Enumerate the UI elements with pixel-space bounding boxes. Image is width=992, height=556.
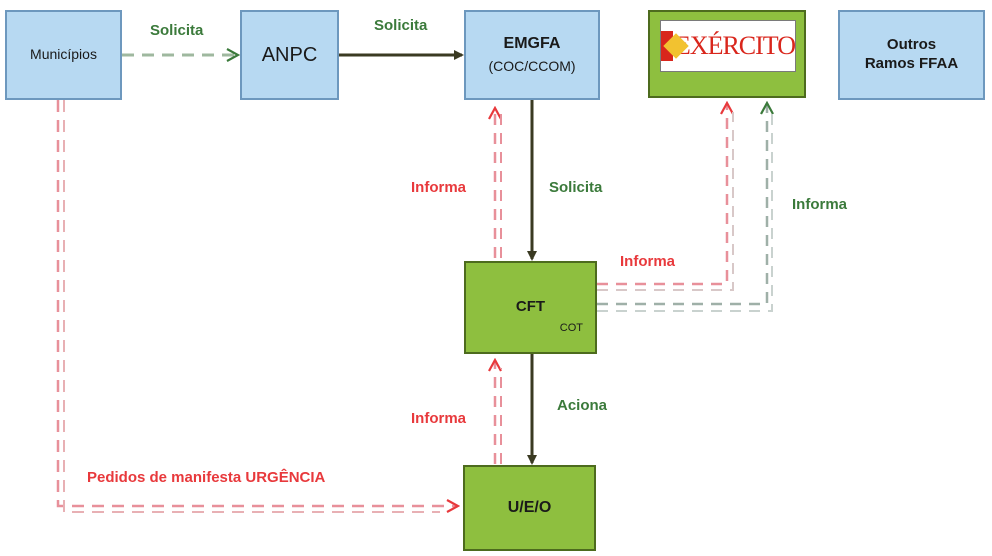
label-cft-to-outros: Informa xyxy=(792,196,848,213)
label-emgfa-to-cft: Solicita xyxy=(549,179,603,196)
node-cft-sublabel: COT xyxy=(559,322,583,335)
node-anpc-label: ANPC xyxy=(261,43,318,66)
node-cft-label: CFT xyxy=(515,298,546,316)
node-outros: Outros Ramos FFAA xyxy=(838,10,985,100)
label-ueo-to-cft: Informa xyxy=(411,410,467,427)
node-emgfa-sublabel: (COC/CCOM) xyxy=(488,58,576,75)
node-municipios: Municípios xyxy=(5,10,122,100)
label-cft-to-emgfa: Informa xyxy=(411,179,467,196)
node-emgfa-label: EMGFA xyxy=(503,35,561,53)
arrow-ueo-to-cft xyxy=(495,360,502,464)
node-cft: CFT COT xyxy=(464,261,597,354)
label-mun-to-anpc: Solicita xyxy=(150,22,204,39)
label-anpc-to-emgfa: Solicita xyxy=(374,17,428,34)
node-ueo: U/E/O xyxy=(463,465,596,551)
label-mun-to-ueo: Pedidos de manifesta URGÊNCIA xyxy=(87,469,326,486)
crest-icon xyxy=(661,31,673,61)
node-municipios-label: Municípios xyxy=(30,46,97,63)
arrow-mun-to-ueo xyxy=(56,100,458,513)
label-cft-to-exercito: Informa xyxy=(620,253,676,270)
node-outros-line1: Outros xyxy=(886,36,937,54)
node-ueo-label: U/E/O xyxy=(507,499,552,516)
arrow-cft-to-emgfa xyxy=(495,108,502,258)
exercito-logo: EXÉRCITO xyxy=(660,20,796,72)
exercito-logo-text: EXÉRCITO xyxy=(674,30,796,60)
node-exercito: EXÉRCITO xyxy=(648,10,806,98)
label-cft-to-ueo: Aciona xyxy=(557,397,608,414)
arrow-cft-to-exercito xyxy=(597,103,734,291)
node-outros-line2: Ramos FFAA xyxy=(864,55,959,72)
node-anpc: ANPC xyxy=(240,10,339,100)
node-emgfa: EMGFA (COC/CCOM) xyxy=(464,10,600,100)
arrow-cft-to-outros xyxy=(597,103,772,312)
